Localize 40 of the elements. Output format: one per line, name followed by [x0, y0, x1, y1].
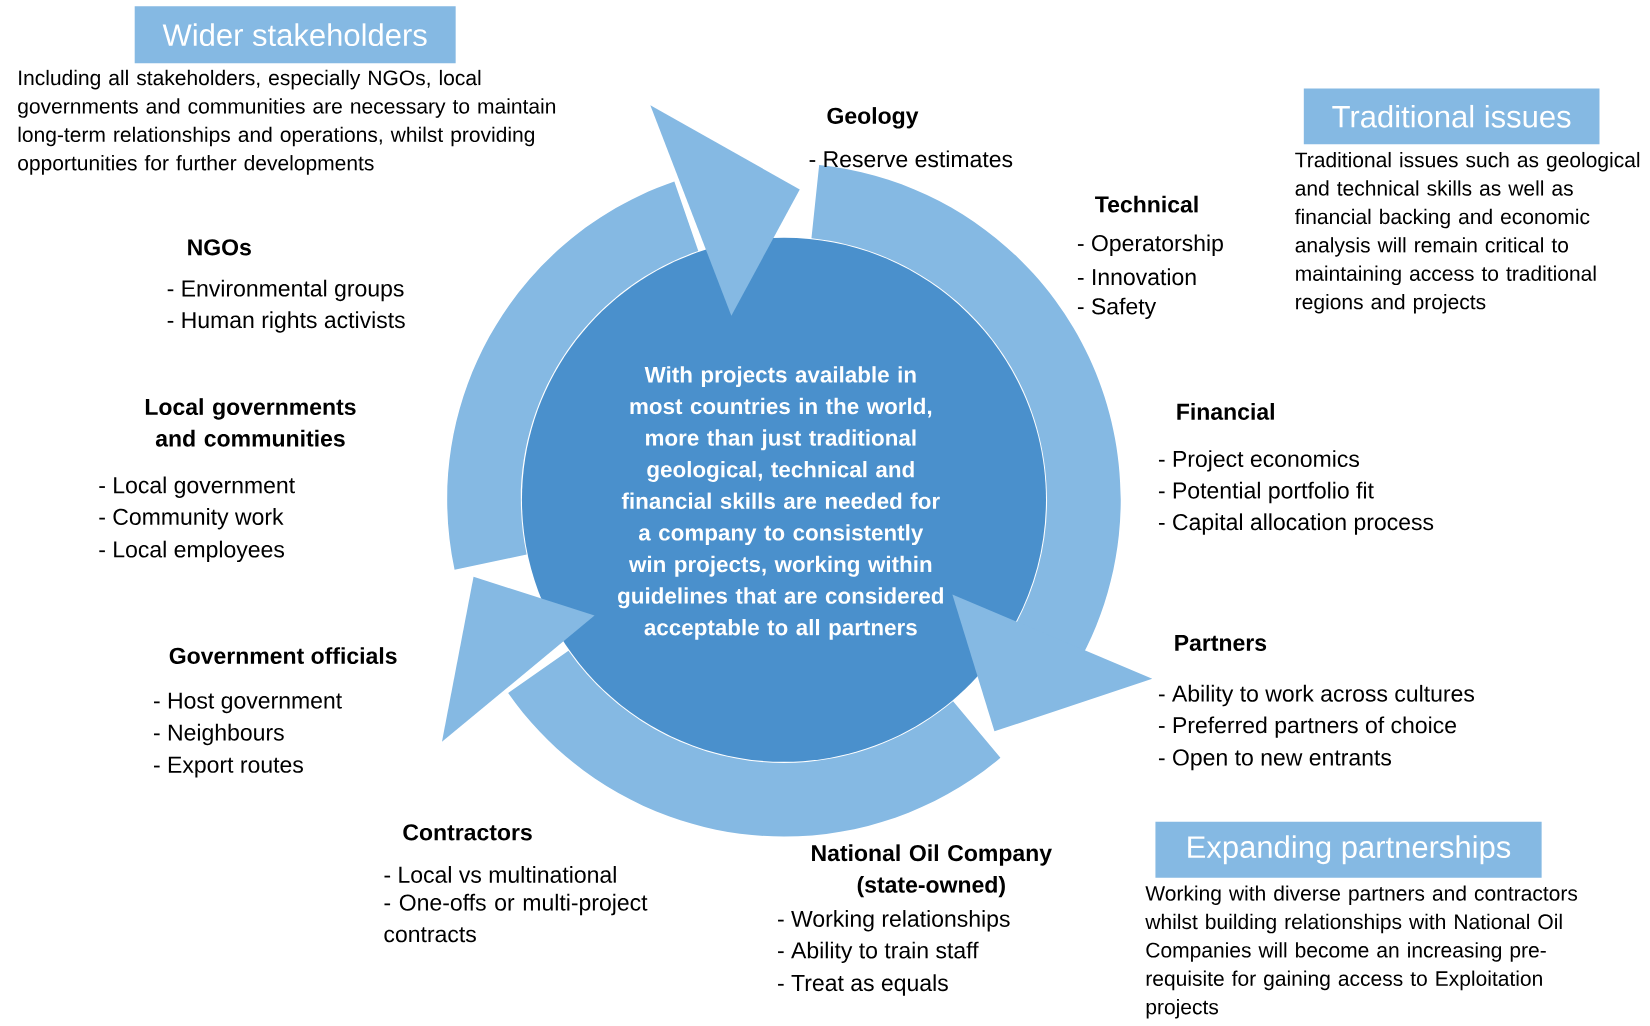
- bullet-item: - Environmental groups: [167, 279, 404, 302]
- bullet-item: - Human rights activists: [167, 311, 405, 333]
- bullet-item: - Working relationships: [778, 910, 1010, 932]
- bullet-item: - Local government: [99, 476, 295, 498]
- bullet-item: - Operatorship: [1077, 234, 1223, 256]
- bullet-item: - Treat as equals: [778, 974, 948, 996]
- section-heading: National Oil Company (state-owned): [812, 844, 1052, 898]
- bullet-item: - Reserve estimates: [809, 150, 1013, 168]
- section-heading: NGOs: [188, 239, 251, 256]
- bullet-item: - One-offs or multi-project contracts: [384, 893, 648, 943]
- heading-box: Expanding partnerships: [1155, 821, 1542, 878]
- bullet-item: - Open to new entrants: [1158, 749, 1391, 771]
- bullet-item: - Ability to train staff: [778, 941, 979, 964]
- heading-box: Traditional issues: [1303, 88, 1600, 145]
- description-text: Including all stakeholders, especially NGOs, local governments and communities are necessary to maintain long-term relationships and operations, whilst providing opportunities for further developments: [18, 69, 556, 175]
- section-heading: Government officials: [169, 647, 397, 664]
- bullet-item: - Project economics: [1158, 450, 1359, 472]
- bullet-item: - Local employees: [99, 540, 285, 563]
- heading-box: Wider stakeholders: [134, 6, 456, 64]
- bullet-item: - Export routes: [154, 756, 303, 778]
- bullet-item: - Neighbours: [154, 723, 284, 746]
- section-heading: Financial: [1177, 403, 1274, 420]
- section-heading: Contractors: [403, 824, 532, 841]
- section-heading: Partners: [1175, 634, 1267, 651]
- bullet-item: - Preferred partners of choice: [1158, 716, 1456, 738]
- description-text: Working with diverse partners and contractors whilst building relationships with National Oil Companies will become an increasing pre-requisite for gaining access to Exploitation projects: [1145, 885, 1578, 1019]
- bullet-item: - Host government: [154, 692, 342, 714]
- bullet-item: - Ability to work across cultures: [1158, 684, 1475, 707]
- center-circle: [521, 237, 1046, 762]
- section-heading: Geology: [827, 107, 919, 129]
- bullet-item: - Capital allocation process: [1158, 513, 1434, 535]
- center-text: With projects available in most countries in the world, more than just traditional geological, technical and financial skills are needed for a company to consistently win projects, working within guidelines that are considered acceptable to all partners: [618, 366, 943, 640]
- section-heading: Local governments and communities: [145, 398, 356, 447]
- bullet-item: - Safety: [1077, 297, 1157, 319]
- section-heading: Technical: [1095, 195, 1198, 213]
- bullet-item: - Community work: [99, 508, 284, 530]
- bullet-item: - Innovation: [1077, 268, 1196, 286]
- description-text: Traditional issues such as geological and technical skills as well as financial backing and economic analysis will remain critical to maintaining access to traditional regions and projects: [1295, 151, 1640, 314]
- bullet-item: - Potential portfolio fit: [1158, 481, 1374, 504]
- bullet-item: - Local vs multinational: [384, 866, 616, 883]
